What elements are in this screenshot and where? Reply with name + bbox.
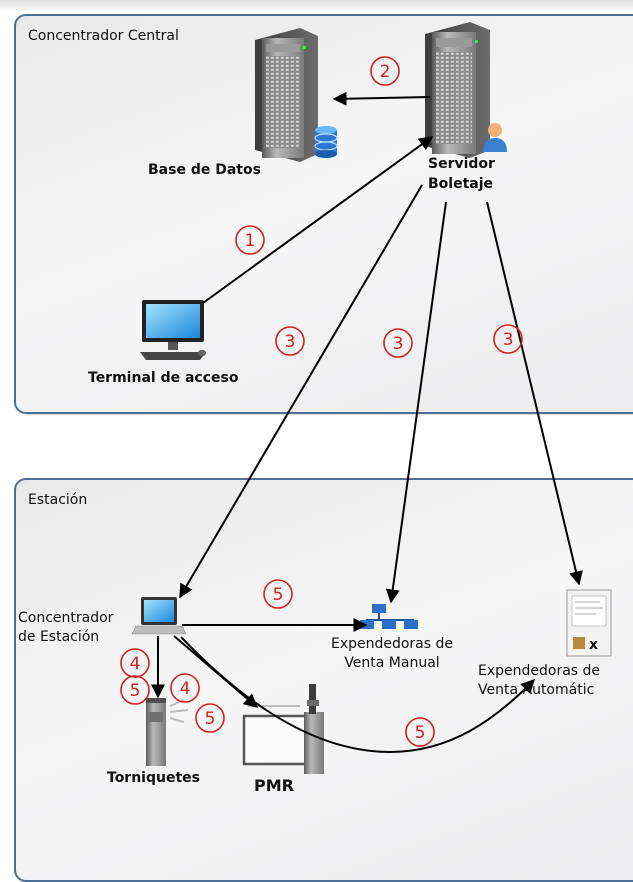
- step-label-4-pmr: 4: [180, 679, 191, 699]
- connection-arrows: [151, 91, 583, 754]
- manual-vending-label-line1: Expendedoras de: [330, 636, 454, 652]
- auto-vending-label-line2: Venta Automátic: [478, 682, 595, 698]
- server-label-line1: Servidor: [428, 156, 495, 172]
- step-label-5-turnstiles: 5: [130, 681, 141, 701]
- step-marker-5-turnstiles: 5: [120, 675, 150, 705]
- database-label: Base de Datos: [148, 162, 261, 178]
- server-tower-icon: [425, 22, 490, 158]
- desktop-computer-icon: [140, 300, 206, 360]
- user-icon: [483, 123, 507, 152]
- step-marker-3-manual: 3: [383, 328, 413, 358]
- step-label-4-turnstiles: 4: [130, 654, 141, 674]
- arrow-server-to-station-hub: [179, 184, 423, 599]
- database-server-icon: [255, 28, 318, 162]
- network-devices-icon: [360, 604, 418, 629]
- station-hub-label-line2: de Estación: [18, 629, 100, 645]
- step-label-5-manual: 5: [273, 585, 284, 605]
- step-marker-2: 2: [370, 56, 400, 86]
- step-marker-4-pmr: 4: [170, 673, 200, 703]
- server-label-line2: Boletaje: [428, 176, 494, 192]
- step-marker-5-manual: 5: [263, 579, 293, 609]
- ticket-vending-machine-icon: x: [566, 589, 612, 657]
- step-marker-5-auto: 5: [405, 717, 435, 747]
- laptop-computer-icon: [131, 597, 187, 635]
- arrow-hub-to-auto-vending: [180, 636, 535, 754]
- central-zone-panel: Concentrador Central: [14, 14, 633, 414]
- step-markers: 2 1 3 3 3 5 4 5: [120, 56, 523, 747]
- terminal-label: Terminal de acceso: [88, 370, 239, 386]
- step-marker-1: 1: [235, 225, 265, 255]
- top-fade: [0, 0, 633, 12]
- step-marker-5-pmr: 5: [195, 703, 225, 733]
- central-zone-title: Concentrador Central: [28, 28, 179, 44]
- station-zone-title: Estación: [28, 492, 88, 508]
- arrow-terminal-to-server: [202, 136, 434, 304]
- step-label-5-auto: 5: [415, 723, 426, 743]
- step-label-5-pmr: 5: [205, 709, 216, 729]
- step-label-2: 2: [380, 62, 391, 82]
- turnstiles-label: Torniquetes: [107, 770, 200, 786]
- step-label-3-hub: 3: [285, 332, 296, 352]
- arrow-server-to-auto-vending: [486, 201, 583, 586]
- step-marker-4-turnstiles: 4: [120, 648, 150, 678]
- arrow-server-to-manual-vending: [385, 201, 447, 604]
- accessible-gate-icon: [242, 684, 324, 774]
- arrow-server-to-database: [332, 91, 431, 106]
- station-hub-label-line1: Concentrador: [18, 610, 114, 626]
- step-marker-3-hub: 3: [275, 326, 305, 356]
- database-cylinder-icon: [314, 126, 338, 158]
- pmr-label: PMR: [254, 776, 294, 795]
- turnstile-icon: [146, 698, 189, 766]
- step-label-3-manual: 3: [393, 334, 404, 354]
- svg-text:x: x: [589, 637, 598, 653]
- step-label-3-auto: 3: [503, 330, 514, 350]
- auto-vending-label-line1: Expendedoras de: [478, 663, 601, 679]
- manual-vending-label-line2: Venta Manual: [344, 655, 440, 671]
- step-marker-3-auto: 3: [493, 324, 523, 354]
- step-label-1: 1: [245, 231, 256, 251]
